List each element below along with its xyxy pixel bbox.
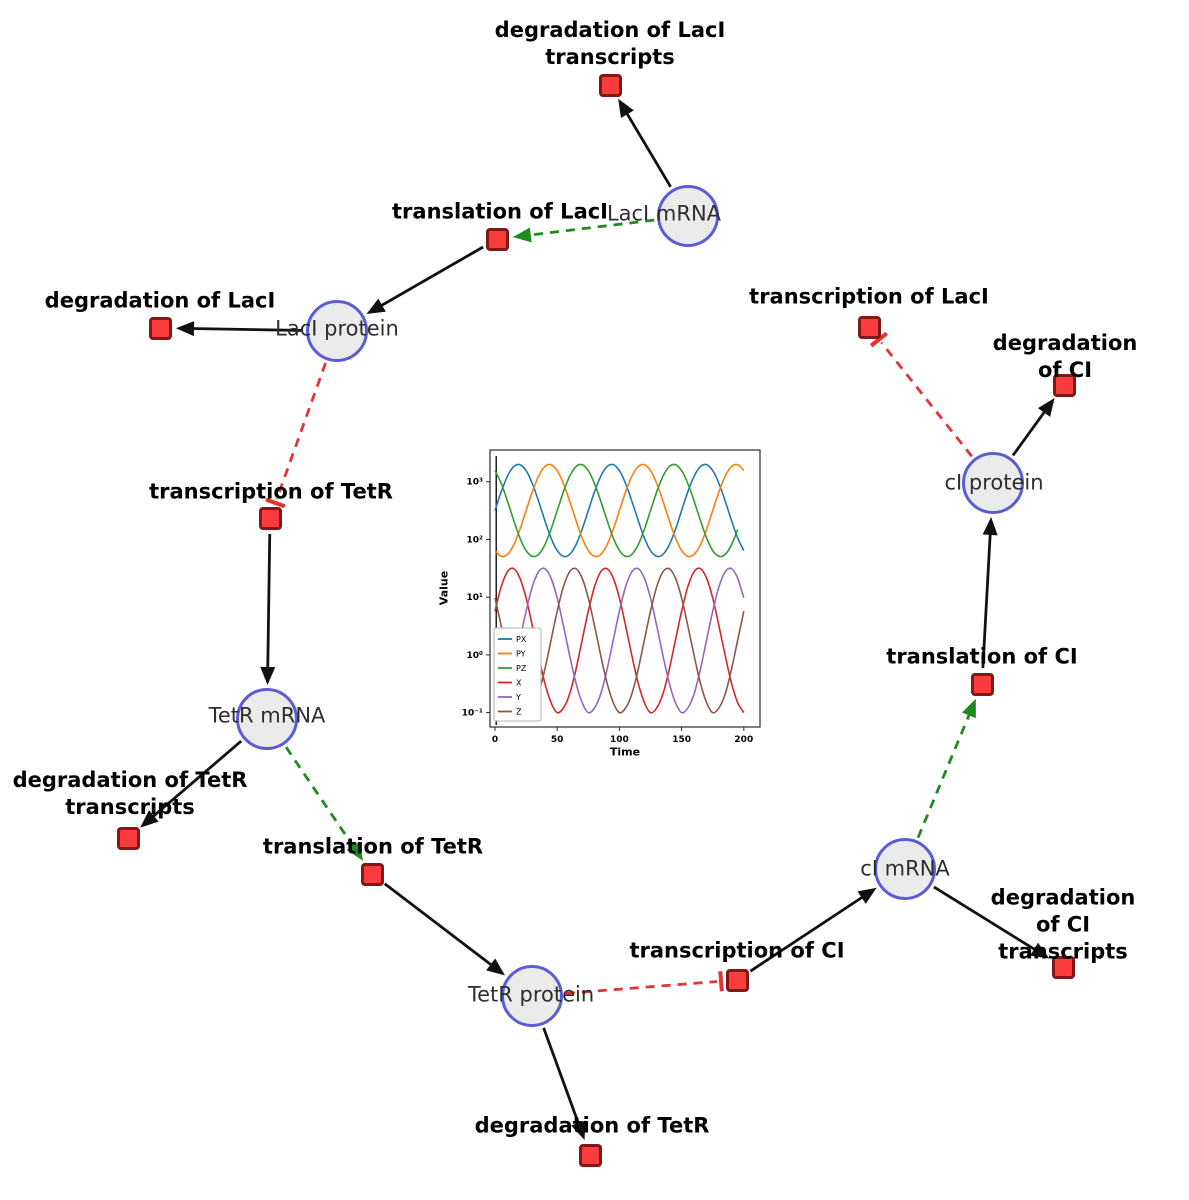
edge-transl_lacI-lacI_protein [378,245,484,308]
reaction-node-txn_cI [725,968,749,992]
species-label-tetR_mRNA: TetR mRNA [208,703,326,728]
reaction-label-txn_lacI: transcription of LacI [749,284,989,309]
edge-lacI_protein-deg_lacI [190,327,304,332]
chart-series-Y [494,567,745,714]
chart-ylabel: Value [437,570,451,606]
species-node-cI_protein [961,451,1024,514]
reaction-node-deg_cI [1052,373,1076,397]
species-node-tetR_protein [500,964,563,1027]
arrowhead-icon [140,810,159,828]
arrowhead-icon [857,887,877,904]
edge-tetR_mRNA-deg_tetR_tx [150,740,243,819]
arrowhead-icon [346,841,364,861]
species-label-cI_mRNA: cI mRNA [860,856,950,881]
reaction-label-transl_cI: translation of CI [886,644,1078,669]
species-node-lacI_protein [305,299,368,362]
species-label-cI_protein: cI protein [944,470,1044,495]
edge-tetR_mRNA-transl_tetR [284,746,356,850]
edge-txn_tetR-tetR_mRNA [266,533,272,671]
reaction-label-transl_lacI: translation of LacI [392,199,608,224]
reaction-label-transl_tetR: translation of TetR [262,834,484,859]
chart-xlabel: Time [609,745,641,759]
edge-transl_cI-cI_protein [981,531,992,669]
reaction-node-deg_tetR_tx [116,826,140,850]
reaction-label-deg_lacI: degradation of LacI [44,288,276,313]
inhibition-tbar-icon [718,971,724,992]
legend-label-Z: Z [516,708,522,717]
reaction-node-deg_tetR [578,1143,602,1167]
reaction-node-txn_tetR [258,506,282,530]
reaction-node-transl_tetR [360,862,384,886]
arrowhead-icon [260,666,276,686]
arrowhead-icon [1037,397,1055,417]
reaction-node-txn_lacI [857,315,881,339]
edge-transl_tetR-tetR_protein [383,882,494,968]
arrowhead-icon [512,227,532,243]
species-node-cI_mRNA [873,837,936,900]
reaction-label-txn_tetR: transcription of TetR [149,479,393,504]
reaction-node-transl_cI [970,672,994,696]
reaction-node-deg_lacI_tx [598,73,622,97]
arrowhead-icon [962,698,976,719]
edge-lacI_protein-txn_tetR [275,362,327,500]
y-tick-label: 10³ [467,478,484,488]
x-tick-label: 150 [672,735,691,745]
reaction-label-deg_cI: degradation of CI [992,331,1138,382]
arrowhead-icon [175,321,195,337]
edge-tetR_protein-deg_tetR [542,1027,581,1127]
arrowhead-icon [571,1120,586,1140]
species-label-lacI_protein: LacI protein [275,316,399,341]
arrowhead-icon [486,958,505,976]
legend-label-Y: Y [515,693,521,702]
x-tick-label: 200 [734,735,753,745]
chart-legend: PX PY PZ XYZ [493,627,542,722]
edge-cI_protein-deg_cI [1011,409,1047,457]
y-tick-label: 10⁻¹ [462,709,483,719]
chart-series-PY [494,463,745,558]
x-tick-label: 100 [610,735,629,745]
species-label-tetR_protein: TetR protein [467,982,595,1007]
edge-cI_protein-txn_lacI [880,341,973,458]
arrowhead-icon [366,298,386,315]
reaction-label-deg_lacI_tx: degradation of LacI transcripts [494,18,726,69]
edge-cI_mRNA-transl_cI [916,712,972,839]
y-tick-label: 10² [467,535,484,545]
species-label-lacI_mRNA: LacI mRNA [606,201,722,226]
y-tick-label: 10⁰ [467,651,484,661]
reaction-label-deg_tetR_tx: degradation of TetR transcripts [12,768,248,819]
edge-cI_mRNA-deg_cI_tx [933,885,1038,952]
reaction-node-deg_lacI [148,316,172,340]
chart-series-PX [494,463,745,558]
species-node-tetR_mRNA [235,687,298,750]
arrowhead-icon [1030,942,1050,959]
reaction-label-deg_tetR: degradation of TetR [474,1113,710,1138]
edge-lacI_mRNA-deg_lacI_tx [624,110,672,188]
inhibition-tbar-icon [265,497,286,509]
legend-label-PY: PY [516,650,526,659]
reaction-label-txn_cI: transcription of CI [629,938,845,963]
chart-series-PZ [494,463,739,558]
y-tick-label: 10¹ [467,593,484,603]
arrowhead-icon [618,98,634,119]
x-tick-label: 50 [551,735,564,745]
edge-txn_cI-cI_mRNA [749,894,865,973]
x-tick-label: 0 [492,735,498,745]
legend-label-X: X [516,679,522,688]
species-node-lacI_mRNA [656,184,719,247]
edge-lacI_mRNA-transl_lacI [527,218,655,237]
inhibition-tbar-icon [869,331,889,348]
reaction-node-transl_lacI [485,227,509,251]
arrowhead-icon [982,516,998,536]
legend-label-PX: PX [516,635,527,644]
legend-label-PZ: PZ [516,664,527,673]
reaction-node-deg_cI_tx [1051,955,1075,979]
chart: 10⁻¹ 10⁰ 10¹ 10² 10³ 0 50 100 150 200 PX PY PZ XYZ [462,449,761,745]
reaction-label-deg_cI_tx: degradation of CI transcripts [990,885,1136,964]
